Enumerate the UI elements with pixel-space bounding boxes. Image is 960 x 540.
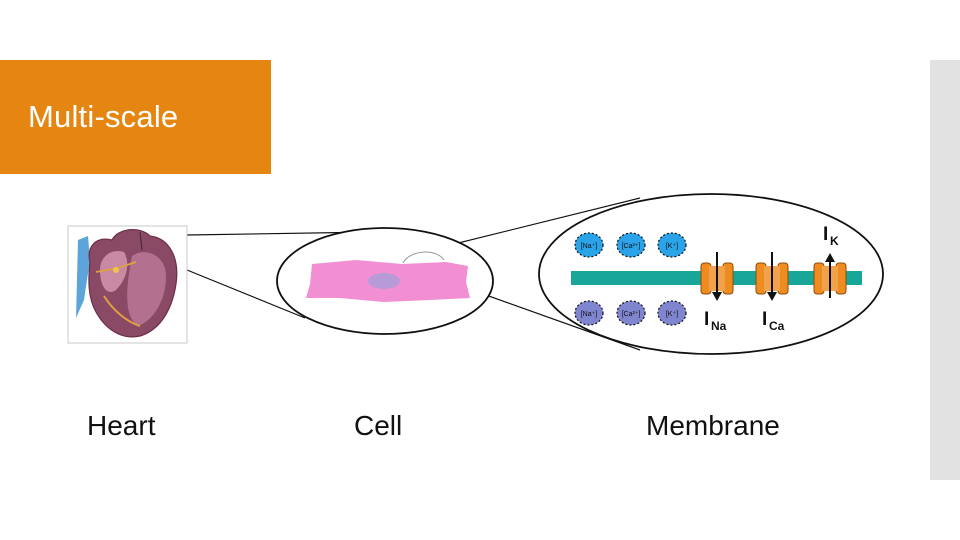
ion-k-top bbox=[657, 232, 687, 258]
caption-heart: Heart bbox=[87, 410, 156, 441]
current-label-na: I bbox=[704, 309, 709, 330]
ion-ca-top bbox=[616, 232, 646, 258]
ion-label-ca-top: [Ca²⁺] bbox=[622, 243, 641, 250]
ion-k-bottom bbox=[657, 300, 687, 326]
ion-label-k-top: [K⁺] bbox=[666, 243, 678, 250]
ion-label-k-bottom: [K⁺] bbox=[666, 311, 678, 318]
heart-illustration bbox=[67, 225, 188, 344]
caption-cell: Cell bbox=[354, 410, 403, 441]
slide-title: Multi-scale bbox=[28, 99, 179, 134]
ion-label-na-bottom: [Na⁺] bbox=[581, 311, 598, 318]
ion-label-ca-bottom: [Ca²⁺] bbox=[622, 311, 641, 318]
ion-channel-na bbox=[700, 252, 734, 301]
ion-na-top bbox=[574, 232, 604, 258]
membrane-patch-marker bbox=[402, 251, 445, 264]
cell-nucleus bbox=[368, 273, 400, 289]
current-label-ca: I bbox=[762, 309, 767, 330]
ion-ca-bottom bbox=[616, 300, 646, 326]
connector-cell-membrane-top bbox=[429, 197, 641, 251]
ion-channel-ca bbox=[755, 252, 789, 301]
current-sub-ca: Ca bbox=[769, 319, 785, 333]
ion-bubbles-bottom: [Na⁺] [Ca²⁺] [K⁺] bbox=[574, 300, 687, 326]
ion-label-na-top: [Na⁺] bbox=[581, 243, 598, 250]
ion-channel-k bbox=[813, 253, 847, 298]
connector-heart-cell-bottom bbox=[186, 269, 306, 319]
cell-zoom-circle bbox=[276, 227, 494, 335]
current-label-k: I bbox=[823, 224, 828, 245]
right-scroll-strip bbox=[930, 60, 960, 480]
ion-na-bottom bbox=[574, 300, 604, 326]
current-sub-k: K bbox=[830, 234, 839, 248]
caption-membrane: Membrane bbox=[646, 410, 780, 441]
title-banner: Multi-scale bbox=[0, 60, 271, 174]
current-sub-na: Na bbox=[711, 319, 727, 333]
ion-bubbles-top: [Na⁺] [Ca²⁺] [K⁺] bbox=[574, 232, 687, 258]
